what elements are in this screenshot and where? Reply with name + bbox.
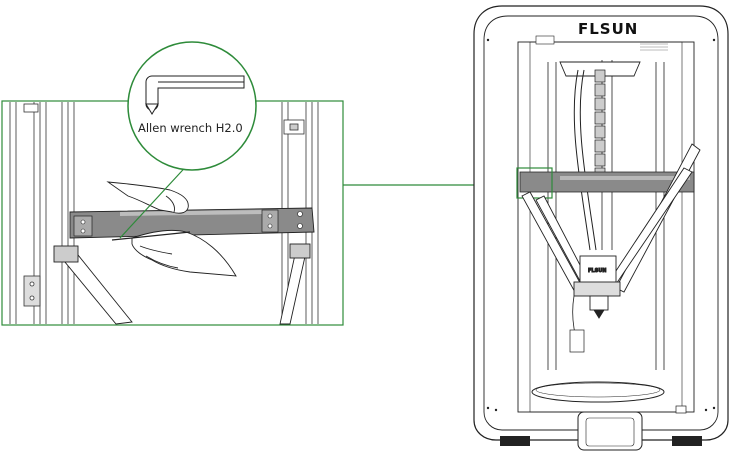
print-bed	[532, 382, 664, 402]
tool-label: Allen wrench H2.0	[138, 121, 243, 135]
printer: FLSUN	[474, 6, 728, 450]
hotend-logo: FLSUN	[588, 268, 606, 274]
tool-callout: Allen wrench H2.0	[128, 42, 256, 170]
brand-logo: FLSUN	[578, 20, 638, 38]
